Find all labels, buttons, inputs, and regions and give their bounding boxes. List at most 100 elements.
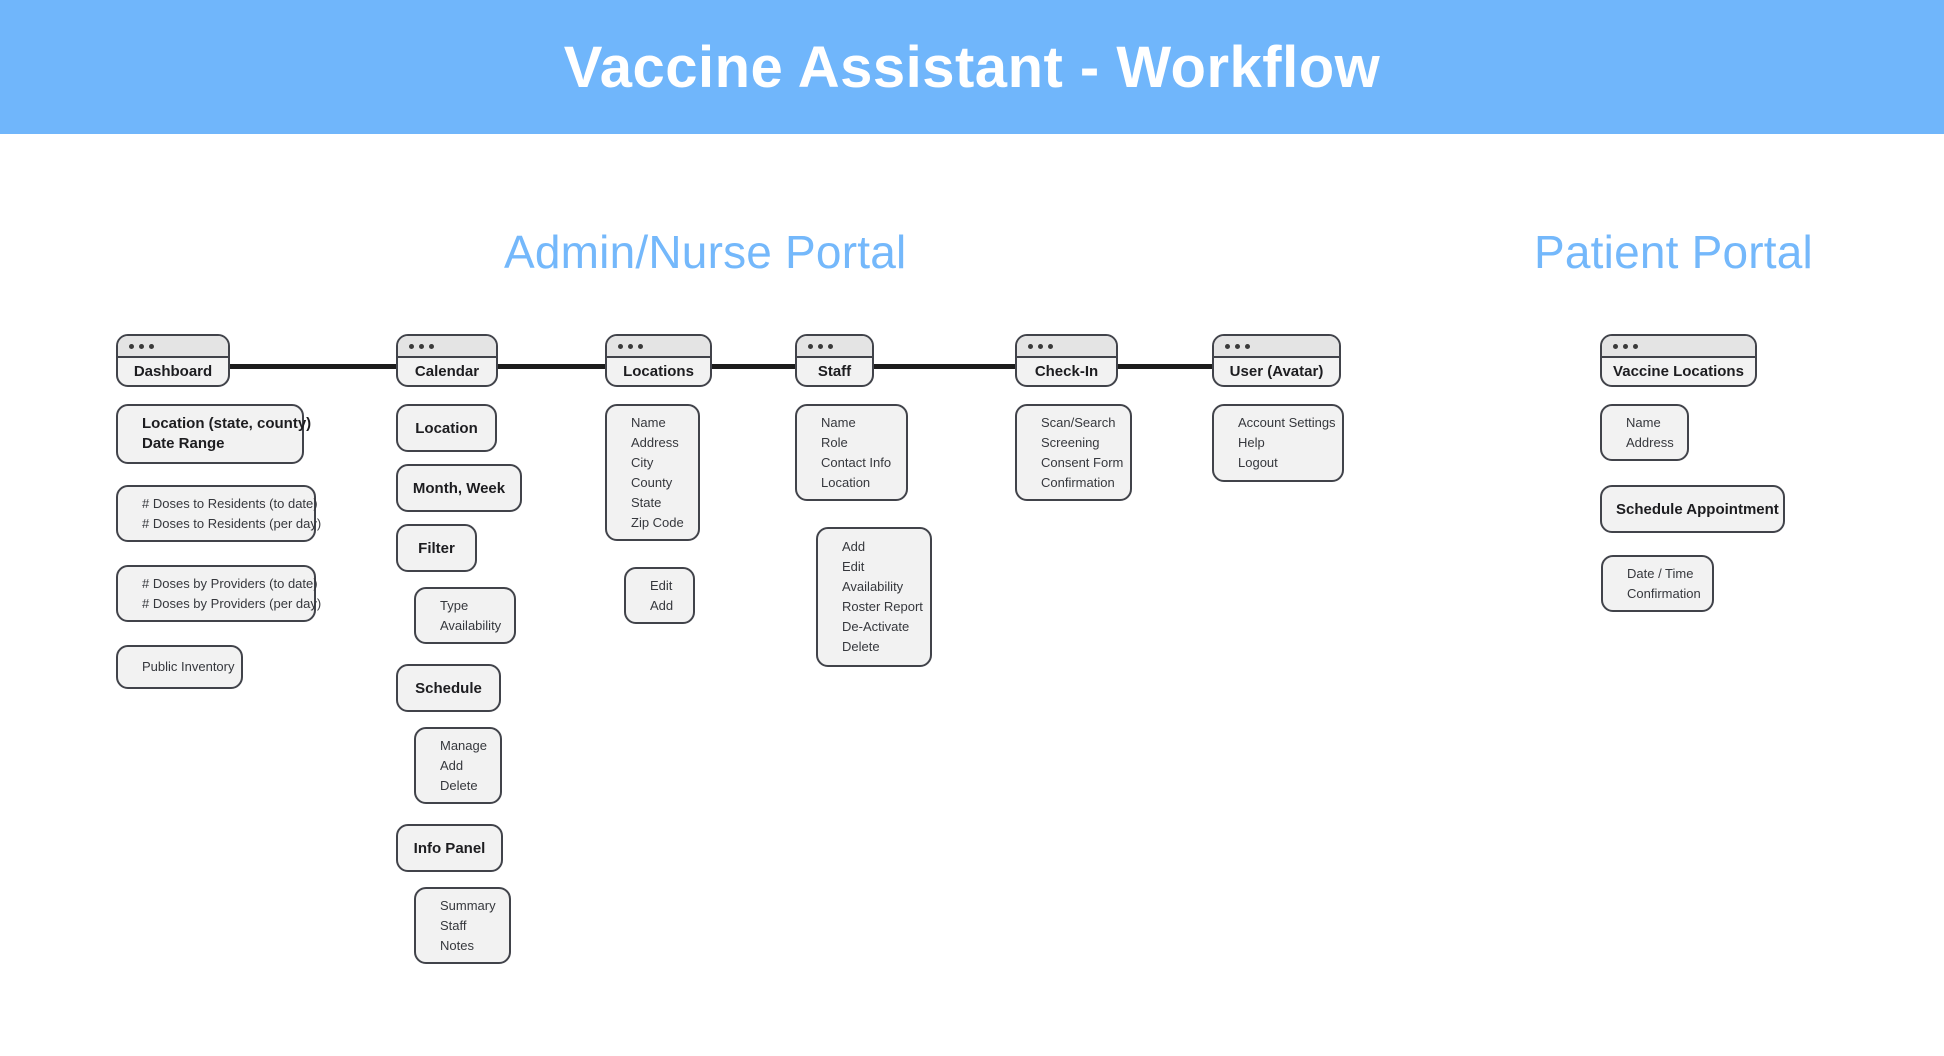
window-body: Dashboard [118, 358, 228, 385]
list-item: Confirmation [1627, 585, 1701, 601]
window-dot-icon [139, 343, 144, 349]
list-item: Notes [440, 937, 474, 953]
window-dot-icon [429, 343, 434, 349]
window-card-locations[interactable]: Locations [605, 334, 712, 387]
node-appointment-details[interactable]: Date / Time Confirmation [1601, 555, 1714, 612]
list-item: Help [1238, 435, 1265, 450]
node-check-in-steps[interactable]: Scan/Search Screening Consent Form Confi… [1015, 404, 1132, 501]
list-item: Type [440, 597, 469, 613]
list-item: Roster Report [842, 599, 923, 614]
list-item: Screening [1041, 434, 1100, 450]
list-item: Address [1626, 434, 1674, 450]
node-dashboard-filters[interactable]: Location (state, county) Date Range [116, 404, 312, 464]
list-item: County [631, 474, 673, 490]
node-item-list: Add Edit Availability Roster Report De-A… [818, 537, 930, 657]
node-title: Schedule [415, 679, 482, 697]
window-dot-icon [1623, 343, 1628, 349]
window-dot-icon [129, 343, 134, 349]
list-item: # Doses by Providers (per day) [142, 595, 322, 611]
window-dot-icon [618, 343, 623, 349]
list-item: Add [650, 597, 674, 613]
node-calendar-schedule[interactable]: Schedule [396, 664, 501, 712]
node-item-list: # Doses by Providers (to date) # Doses b… [118, 574, 322, 614]
list-item: Confirmation [1041, 474, 1115, 490]
node-item-list: Date / Time Confirmation [1603, 564, 1712, 604]
node-dashboard-providers-metrics[interactable]: # Doses by Providers (to date) # Doses b… [116, 565, 322, 622]
node-item-list: Public Inventory [118, 657, 241, 677]
window-dot-icon [409, 343, 414, 349]
window-card-dashboard[interactable]: Dashboard [116, 334, 230, 387]
list-item: Contact Info [821, 454, 892, 470]
section-heading-patient-portal: Patient Portal [1534, 226, 1813, 278]
window-dot-icon [818, 343, 823, 349]
list-item: Summary [440, 897, 496, 913]
window-body: Vaccine Locations [1602, 358, 1755, 385]
node-calendar-filter-options[interactable]: Type Availability [414, 587, 516, 644]
window-titlebar [797, 336, 872, 358]
node-item-list: Manage Add Delete [416, 736, 500, 796]
list-item: Zip Code [631, 514, 684, 530]
node-calendar-info-panel-items[interactable]: Summary Staff Notes [414, 887, 511, 964]
node-item-list: Name Address [1602, 413, 1687, 453]
window-card-staff[interactable]: Staff [795, 334, 874, 387]
node-item-list: Summary Staff Notes [416, 896, 509, 956]
list-item: Name [821, 414, 856, 430]
node-vaccine-locations-fields[interactable]: Name Address [1600, 404, 1689, 461]
window-titlebar [398, 336, 496, 358]
list-item: Edit [650, 577, 673, 593]
list-item: Add [440, 757, 464, 773]
node-calendar-month-week[interactable]: Month, Week [396, 464, 522, 512]
node-dashboard-public-inventory[interactable]: Public Inventory [116, 645, 243, 689]
node-locations-fields[interactable]: Name Address City County State Zip Code [605, 404, 700, 541]
node-schedule-appointment[interactable]: Schedule Appointment [1600, 485, 1785, 533]
node-user-menu[interactable]: Account Settings Help Logout [1212, 404, 1344, 482]
list-item: Date Range [142, 435, 225, 452]
list-item: Name [1626, 414, 1661, 430]
node-staff-actions[interactable]: Add Edit Availability Roster Report De-A… [816, 527, 932, 667]
list-item: Consent Form [1041, 454, 1124, 470]
node-item-list: Scan/Search Screening Consent Form Confi… [1017, 413, 1130, 493]
node-title: Filter [418, 539, 455, 557]
node-locations-actions[interactable]: Edit Add [624, 567, 695, 624]
window-label: Locations [623, 363, 694, 380]
window-card-user-avatar[interactable]: User (Avatar) [1212, 334, 1341, 387]
node-item-list: Type Availability [416, 596, 514, 636]
window-dot-icon [638, 343, 643, 349]
list-item: Address [631, 434, 679, 450]
window-card-check-in[interactable]: Check-In [1015, 334, 1118, 387]
window-titlebar [1214, 336, 1339, 358]
node-item-list: Location (state, county) Date Range [118, 414, 312, 454]
list-item: Delete [440, 777, 478, 793]
node-item-list: Name Role Contact Info Location [797, 413, 906, 493]
list-item: Availability [842, 579, 904, 594]
node-calendar-info-panel[interactable]: Info Panel [396, 824, 503, 872]
window-dot-icon [1225, 343, 1230, 349]
list-item: De-Activate [842, 619, 910, 634]
window-body: Check-In [1017, 358, 1116, 385]
page-title: Vaccine Assistant - Workflow [563, 34, 1381, 100]
node-item-list: # Doses to Residents (to date) # Doses t… [118, 494, 322, 534]
list-item: Public Inventory [142, 659, 235, 674]
list-item: Add [842, 539, 866, 554]
window-label: User (Avatar) [1229, 363, 1324, 380]
node-calendar-schedule-actions[interactable]: Manage Add Delete [414, 727, 502, 804]
node-staff-fields[interactable]: Name Role Contact Info Location [795, 404, 908, 501]
list-item: Account Settings [1238, 415, 1336, 430]
list-item: Location (state, county) [142, 415, 312, 432]
list-item: Location [821, 474, 871, 490]
node-dashboard-residents-metrics[interactable]: # Doses to Residents (to date) # Doses t… [116, 485, 322, 542]
list-item: Role [821, 434, 848, 450]
node-title: Month, Week [412, 479, 506, 497]
window-titlebar [607, 336, 710, 358]
node-calendar-filter[interactable]: Filter [396, 524, 477, 572]
window-card-calendar[interactable]: Calendar [396, 334, 498, 387]
window-label: Staff [817, 363, 852, 380]
list-item: # Doses to Residents (per day) [142, 515, 322, 531]
window-card-vaccine-locations[interactable]: Vaccine Locations [1600, 334, 1757, 387]
window-dot-icon [1048, 343, 1053, 349]
node-calendar-location[interactable]: Location [396, 404, 497, 452]
window-dot-icon [628, 343, 633, 349]
list-item: State [631, 494, 662, 510]
header-banner [0, 0, 1944, 134]
